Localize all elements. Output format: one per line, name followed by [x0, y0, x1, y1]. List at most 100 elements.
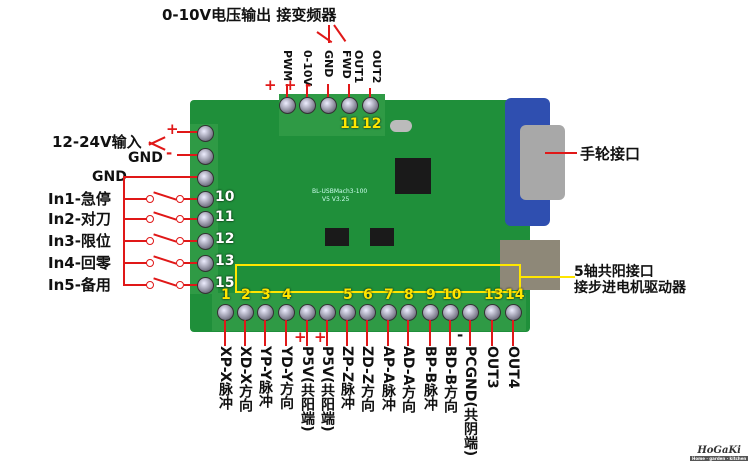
- terminal-screw: [197, 191, 214, 208]
- terminal-screw: [299, 97, 316, 114]
- input-terminal-number: 10: [215, 189, 235, 205]
- terminal-screw: [442, 304, 459, 321]
- pin-label: AP-A脉冲: [380, 346, 396, 412]
- terminal-screw: [339, 304, 356, 321]
- pin-label: XD-X方向: [237, 346, 253, 413]
- pointer-line: [328, 25, 330, 43]
- terminal-screw: [400, 304, 417, 321]
- terminal-screw: [197, 211, 214, 228]
- top-pin-wire: [369, 88, 371, 102]
- terminal-screw: [278, 304, 295, 321]
- terminal-screw: [197, 277, 214, 294]
- pin-wire: [244, 320, 246, 346]
- handwheel-label: 手轮接口: [580, 145, 641, 163]
- pointer-line: [333, 24, 347, 42]
- input-terminal-number: 12: [215, 231, 235, 247]
- input-wire: [184, 218, 201, 220]
- switch-lever: [153, 211, 177, 221]
- top-pin-wire: [306, 84, 308, 98]
- polarity-sign: -: [457, 326, 464, 344]
- ic-chip: [325, 228, 349, 246]
- terminal-screw: [380, 304, 397, 321]
- input-terminal-number: 11: [215, 209, 235, 225]
- terminal-screw: [422, 304, 439, 321]
- pin-wire: [306, 320, 308, 346]
- polarity-sign: +: [264, 76, 277, 94]
- terminal-screw: [197, 233, 214, 250]
- board-version-text: V5 V3.25: [322, 196, 350, 203]
- terminal-screw: [320, 97, 337, 114]
- terminal-number: 13: [484, 287, 504, 303]
- top-pin-label: 0-10V: [301, 50, 314, 87]
- pin-wire: [429, 320, 431, 346]
- switch-contact: [146, 215, 154, 223]
- pin-label: PCGND(共阴端): [462, 346, 478, 457]
- top-pin-label: FWD: [340, 50, 353, 79]
- switch-contact: [146, 281, 154, 289]
- top-pin-wire: [327, 84, 329, 98]
- pin-wire: [491, 320, 493, 346]
- input-wire: [184, 240, 201, 242]
- terminal-screw: [197, 148, 214, 165]
- input-wire: [123, 198, 147, 200]
- pin-label: YP-Y脉冲: [257, 346, 273, 409]
- terminal-number: 5: [343, 287, 353, 303]
- switch-contact: [176, 215, 184, 223]
- pin-wire: [512, 320, 514, 346]
- input-label: In3-限位: [48, 232, 111, 250]
- pin-label: OUT3: [484, 346, 500, 389]
- input-wire: [123, 284, 147, 286]
- pin-label: BD-B方向: [442, 346, 458, 414]
- pin-wire: [264, 320, 266, 346]
- input-label: In2-对刀: [48, 210, 111, 228]
- top-title: 0-10V电压输出 接变频器: [162, 6, 337, 24]
- top-terminal-number: 12: [362, 116, 382, 132]
- terminal-number: 8: [404, 287, 414, 303]
- input-label: In1-急停: [48, 190, 111, 208]
- switch-contact: [176, 237, 184, 245]
- terminal-number: 10: [442, 287, 462, 303]
- ic-chip: [370, 228, 394, 246]
- input-common-wire: [123, 176, 125, 286]
- logo-tagline: Home · garden · kitchen: [690, 456, 749, 461]
- input-wire: [123, 240, 147, 242]
- terminal-screw: [217, 304, 234, 321]
- pin-wire: [326, 320, 328, 346]
- pin-label: P5V(共阳端): [319, 346, 335, 432]
- input-wire: [184, 198, 201, 200]
- pin-wire: [285, 320, 287, 346]
- polarity-sign: +: [294, 328, 307, 346]
- terminal-number: 7: [384, 287, 394, 303]
- terminal-screw: [319, 304, 336, 321]
- switch-contact: [146, 237, 154, 245]
- top-terminal-number: 11: [340, 116, 360, 132]
- polarity-sign: +: [314, 328, 327, 346]
- input-wire: [123, 262, 147, 264]
- top-pin-wire: [348, 84, 350, 98]
- power-minus-sign: -: [166, 144, 173, 162]
- stepper-header-highlight: [235, 264, 521, 293]
- power-plus-sign: +: [166, 120, 179, 138]
- top-pin-label: GND: [322, 50, 335, 78]
- polarity-sign: -: [305, 76, 312, 94]
- pin-wire: [469, 320, 471, 346]
- power-input-label: 12-24V输入: [52, 133, 142, 151]
- switch-contact: [146, 259, 154, 267]
- terminal-screw: [257, 304, 274, 321]
- terminal-number: 9: [426, 287, 436, 303]
- terminal-screw: [299, 304, 316, 321]
- terminal-screw: [197, 125, 214, 142]
- terminal-screw: [341, 97, 358, 114]
- pin-wire: [449, 320, 451, 346]
- power-gnd-label: GND: [128, 150, 163, 166]
- pin-wire: [346, 320, 348, 346]
- switch-contact: [176, 281, 184, 289]
- pin-label: XP-X脉冲: [217, 346, 233, 411]
- terminal-screw: [237, 304, 254, 321]
- input-wire: [184, 284, 201, 286]
- terminal-screw: [197, 255, 214, 272]
- top-pin-wire: [286, 84, 288, 98]
- terminal-screw: [462, 304, 479, 321]
- power-plus-wire: [177, 131, 201, 133]
